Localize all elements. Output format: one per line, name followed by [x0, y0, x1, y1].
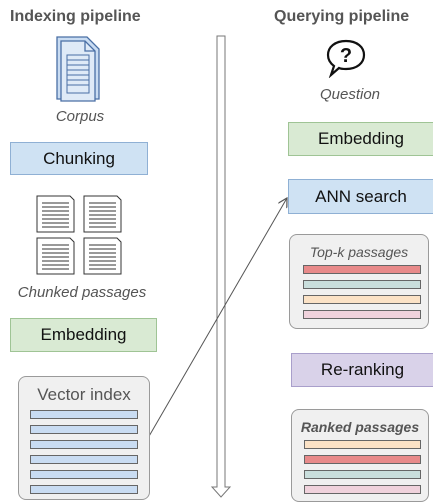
vector-index-title: Vector index — [37, 385, 131, 404]
chunking-box: Chunking — [10, 142, 148, 175]
vector-bar — [30, 440, 138, 449]
chunked-passages-label: Chunked passages — [17, 284, 147, 301]
corpus-label: Corpus — [55, 108, 105, 125]
ann-search-label: ANN search — [315, 186, 407, 206]
indexing-embedding-label: Embedding — [40, 325, 127, 344]
corpus-document-icon — [56, 36, 100, 102]
topk-passages-panel: Top-k passages — [289, 234, 429, 329]
reranking-box: Re-ranking — [291, 353, 433, 387]
indexing-heading: Indexing pipeline — [10, 8, 141, 25]
topk-bar — [303, 265, 421, 274]
topk-passages-title: Top-k passages — [309, 244, 409, 260]
ann-search-box: ANN search — [288, 179, 433, 214]
question-label: Question — [319, 86, 381, 103]
ranked-bar — [304, 440, 421, 449]
querying-embedding-box: Embedding — [288, 122, 433, 156]
vector-bar — [30, 410, 138, 419]
question-bubble-icon: ? — [326, 39, 366, 78]
querying-heading: Querying pipeline — [274, 8, 410, 25]
topk-bar — [303, 310, 421, 319]
center-down-arrow — [210, 35, 232, 498]
vector-index-panel: Vector index — [18, 376, 150, 500]
ranked-bar — [304, 485, 421, 494]
vector-bar — [30, 425, 138, 434]
ranked-passages-panel: Ranked passages — [291, 409, 429, 502]
chunking-label: Chunking — [43, 148, 115, 168]
vector-bar — [30, 455, 138, 464]
chunked-passages-icon — [36, 195, 122, 275]
reranking-label: Re-ranking — [320, 360, 405, 379]
ranked-bar — [304, 470, 421, 479]
topk-bar — [303, 280, 421, 289]
indexing-embedding-box: Embedding — [10, 318, 157, 352]
ann-index-arrow — [148, 198, 287, 438]
ranked-bar — [304, 455, 421, 464]
ranked-passages-title: Ranked passages — [300, 419, 420, 435]
question-symbol: ? — [340, 45, 352, 67]
vector-bar — [30, 485, 138, 494]
vector-bar — [30, 470, 138, 479]
querying-embedding-label: Embedding — [317, 129, 404, 148]
topk-bar — [303, 295, 421, 304]
